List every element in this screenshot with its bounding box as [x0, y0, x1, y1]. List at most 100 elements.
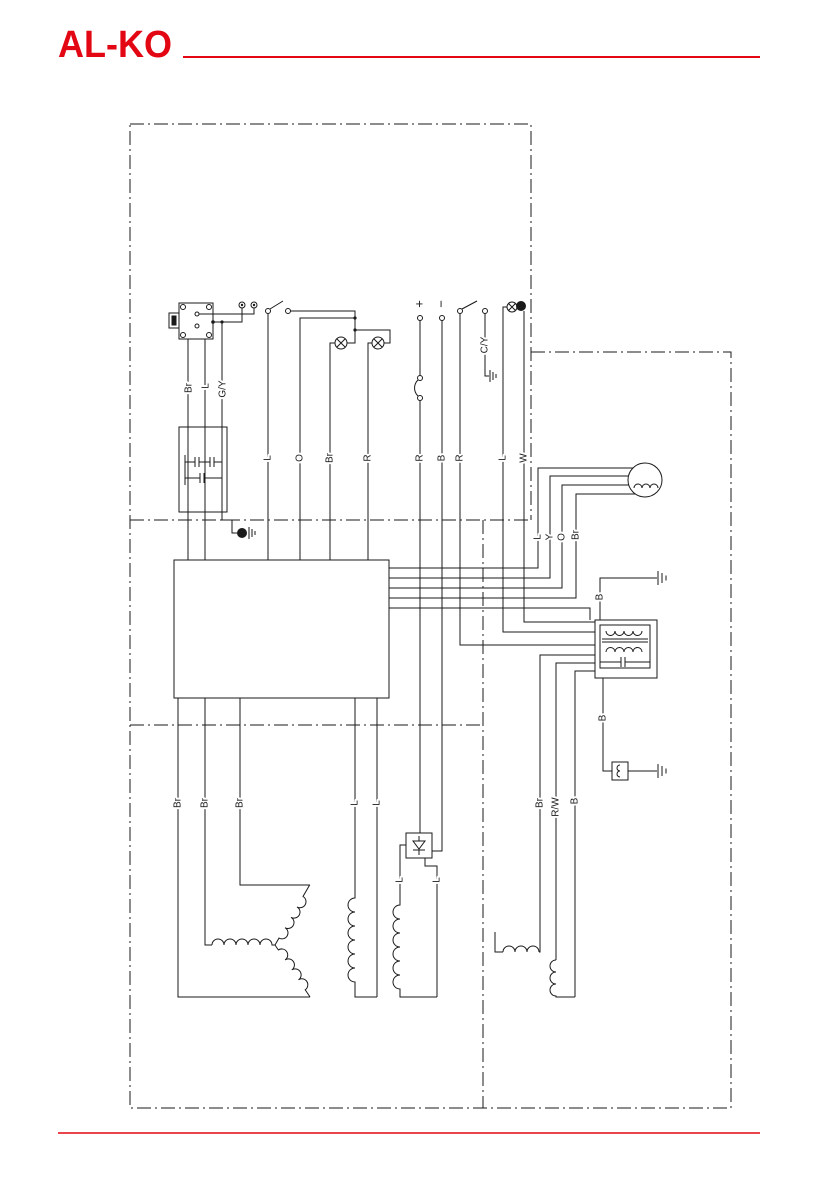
winding-coil-lower: [274, 944, 311, 998]
rectifier: [392, 832, 438, 998]
wire-r-transformer: [459, 313, 595, 646]
wire-gy-ground: [221, 322, 237, 534]
wire-w-transformer: [523, 311, 595, 623]
alko-logo: AL-KO: [58, 24, 172, 66]
terminal-2-center: [252, 303, 256, 307]
transformer-core: [602, 638, 648, 643]
boundary-frames: [129, 123, 732, 1109]
label-bottom-br-2: Br: [200, 797, 211, 808]
winding-coil-upper: [274, 884, 311, 946]
wire-o: [299, 317, 355, 560]
label-bottom-l-1: L: [350, 800, 361, 806]
frame-top-box: [130, 123, 532, 520]
dc-winding-coil: [392, 844, 437, 998]
label-bottom-br-3: Br: [235, 797, 246, 808]
label-mid-r-dc: R: [415, 454, 426, 461]
label-bottom-br-1: Br: [173, 797, 184, 808]
fuse-contact-b: [417, 395, 423, 401]
dc-terminal-plus: [417, 315, 423, 321]
switch-1-contact-b: [285, 308, 291, 314]
label-b-sensor: B: [598, 714, 609, 721]
wire-l-dc-return: [424, 858, 438, 997]
label-plus: +: [411, 300, 426, 308]
wire-o-motor: [389, 484, 629, 589]
transformer-frame: [594, 619, 658, 679]
frame-outer: [129, 124, 732, 1109]
fuse-link: [414, 379, 419, 397]
label-mid-r-switch: R: [455, 454, 466, 461]
exciter-coil-vertical: [549, 959, 575, 998]
exciter-coil-horizontal: [502, 945, 540, 953]
wire-y-motor: [389, 475, 629, 579]
wire-br-winding-2: [204, 698, 212, 946]
wire-controller-transformer: [389, 607, 591, 620]
switch-2-contact-b: [482, 308, 488, 314]
switch-2-blade: [461, 300, 478, 310]
wire-b-exciter: [574, 670, 595, 997]
label-bottom-br-exciter: Br: [535, 797, 546, 808]
switch-2-contact-a: [457, 308, 463, 314]
label-mid-l-lamp: L: [498, 455, 509, 461]
label-ground-cy: C/Y: [480, 336, 491, 353]
ground-icon: [248, 527, 256, 539]
label-rectifier-l-1: L: [395, 877, 406, 883]
motor-winding: [633, 483, 659, 489]
wire-br-exciter: [539, 654, 595, 953]
exciter-windings: [494, 932, 575, 998]
wire-rw-exciter: [555, 662, 595, 960]
capacitor-symbols: [184, 455, 222, 485]
junction-dot: [353, 316, 357, 320]
wire-br-lamp: [329, 342, 335, 560]
wire-b-ground: [599, 577, 657, 620]
switch-1-contact-a: [265, 308, 271, 314]
wire-socket-terminal-2: [199, 308, 255, 315]
socket-contact: [194, 323, 200, 329]
plug-tab-core: [171, 315, 177, 326]
label-socket-l: L: [201, 383, 212, 389]
lamp-1-cross: [336, 338, 346, 348]
wire-cy-ground: [484, 313, 489, 377]
pilot-lamp-cross: [508, 303, 516, 311]
label-bottom-rw: R/W: [551, 797, 562, 817]
wire-b-rectifier: [432, 320, 443, 852]
page-header: AL-KO: [58, 24, 760, 66]
wire-lamp-return: [355, 329, 391, 344]
fuse-contact-a: [417, 375, 423, 381]
wire-l-transformer: [502, 306, 595, 633]
socket-screw: [180, 332, 186, 338]
lamp-2-cross: [373, 338, 383, 348]
ground-icon: [657, 571, 667, 585]
label-motor-br: Br: [571, 529, 582, 540]
diode-icon: [412, 836, 426, 855]
socket-screw: [180, 304, 186, 310]
indicator-lamp-icon: [516, 301, 526, 311]
wire-br-motor: [389, 493, 636, 599]
socket-screw: [206, 332, 212, 338]
label-motor-y: Y: [545, 533, 556, 540]
switch-1-blade: [269, 300, 284, 310]
motor-icon: [627, 462, 663, 498]
wire-r-lamp: [367, 342, 372, 560]
socket-screw: [206, 304, 212, 310]
transformer-primary-coil: [605, 630, 643, 636]
transformer-inner-frame: [599, 624, 651, 669]
label-bottom-l-2: L: [372, 800, 383, 806]
transformer-capacitor: [600, 657, 650, 667]
ground-icon: [489, 370, 497, 382]
label-motor-o: O: [557, 533, 568, 541]
capacitor-box: [178, 426, 228, 513]
junction-dot: [353, 328, 357, 332]
controller-module: [173, 559, 390, 699]
socket-outlet: [168, 301, 258, 340]
wire-socket-terminal-1: [213, 308, 243, 323]
winding-coil-horizontal: [211, 938, 275, 946]
label-mid-o: O: [295, 454, 306, 462]
socket-contact: [194, 311, 200, 317]
terminal-1-center: [240, 303, 244, 307]
ground-icon: [657, 764, 667, 778]
label-minus: −: [433, 300, 448, 308]
wire-l-motor: [389, 467, 633, 569]
label-bottom-b: B: [570, 797, 581, 804]
label-b-ground: B: [595, 593, 606, 600]
